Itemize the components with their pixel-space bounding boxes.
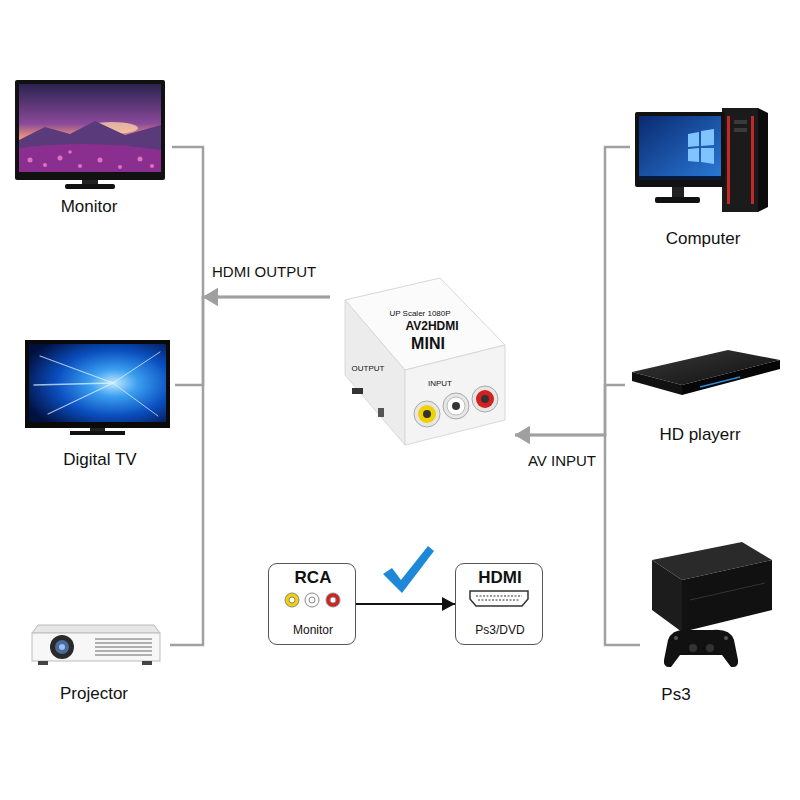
signal-arrow — [515, 147, 630, 444]
arrow-line — [175, 297, 330, 385]
text-holder: Monitor — [0, 197, 189, 217]
signal-arrow — [170, 288, 330, 645]
connector-box: RCA Monitor — [268, 563, 356, 645]
text-holder: Monitor — [213, 619, 413, 638]
node-text: Ps3/DVD — [475, 623, 524, 637]
node-text: UP Scaler 1080P — [389, 309, 450, 319]
port-label: HDMI OUTPUT — [212, 263, 316, 281]
node-title: Computer — [666, 229, 741, 249]
signal-arrow — [356, 597, 455, 611]
node-title: MINI — [411, 334, 445, 353]
port-label: AV INPUT — [528, 452, 596, 470]
device-caption: Digital TV — [15, 335, 175, 475]
converter-picture — [345, 278, 505, 445]
text-holder: Projector — [0, 684, 194, 704]
text-holder: Digital TV — [0, 450, 200, 470]
node-title: HDMI — [478, 568, 521, 588]
text-holder: OUTPUT — [268, 356, 468, 375]
hdmi-symbol — [470, 591, 528, 606]
device-caption: HD playerr — [625, 340, 785, 448]
connector-box: HDMI Ps3/DVD — [455, 563, 543, 645]
converter-box: MINIAV2HDMIUP Scaler 1080P OUTPUT INPUT — [330, 270, 515, 448]
text-holder: HDMI — [400, 568, 600, 588]
text-holder: Ps3/DVD — [400, 619, 600, 638]
signal-arrow — [175, 288, 330, 385]
device-caption: Projector — [20, 600, 170, 710]
signal-arrow — [515, 426, 640, 645]
arrow-head — [515, 426, 530, 444]
arrow-line — [172, 147, 330, 297]
arrow-line — [356, 603, 455, 605]
node-text: OUTPUT — [352, 364, 385, 374]
node-text: Monitor — [293, 623, 333, 637]
signal-arrow — [172, 147, 330, 306]
node-title: Monitor — [61, 197, 118, 217]
text-holder: AV INPUT — [528, 451, 596, 470]
projector-picture — [32, 625, 160, 665]
node-text: AV2HDMI — [405, 319, 458, 333]
node-title: Projector — [60, 684, 128, 704]
node-title: Ps3 — [661, 685, 690, 705]
text-holder: Computer — [603, 229, 800, 249]
text-holder: Ps3 — [576, 685, 776, 705]
check-mark — [383, 546, 434, 593]
rca-symbol — [285, 593, 340, 607]
node-title: RCA — [295, 568, 332, 588]
node-title: Digital TV — [63, 450, 136, 470]
arrow-line — [515, 435, 640, 645]
text-holder: HDMI OUTPUT — [212, 262, 316, 281]
computer-picture — [635, 108, 768, 212]
text-holder: MINI — [328, 334, 528, 353]
tv-picture — [25, 340, 170, 435]
arrow-head — [515, 426, 530, 444]
arrow-head — [442, 597, 455, 611]
device-caption: Computer — [630, 105, 780, 253]
monitor-picture — [15, 80, 165, 189]
ps3-picture — [652, 542, 772, 667]
text-holder: HD playerr — [600, 425, 800, 445]
node-title: HD playerr — [659, 425, 740, 445]
arrow-line — [170, 297, 330, 645]
arrow-line — [515, 385, 625, 435]
player-picture — [632, 350, 780, 395]
arrow-head — [203, 288, 218, 306]
device-caption: Monitor — [10, 78, 172, 220]
arrow-head — [515, 426, 530, 444]
arrow-head — [203, 288, 218, 306]
arrow-head — [203, 288, 218, 306]
arrow-line — [515, 147, 630, 435]
device-caption: Ps3 — [640, 535, 780, 707]
text-holder: INPUT — [340, 371, 540, 390]
node-text: INPUT — [428, 379, 452, 389]
text-holder: RCA — [213, 568, 413, 588]
text-holder: UP Scaler 1080P — [320, 301, 520, 320]
